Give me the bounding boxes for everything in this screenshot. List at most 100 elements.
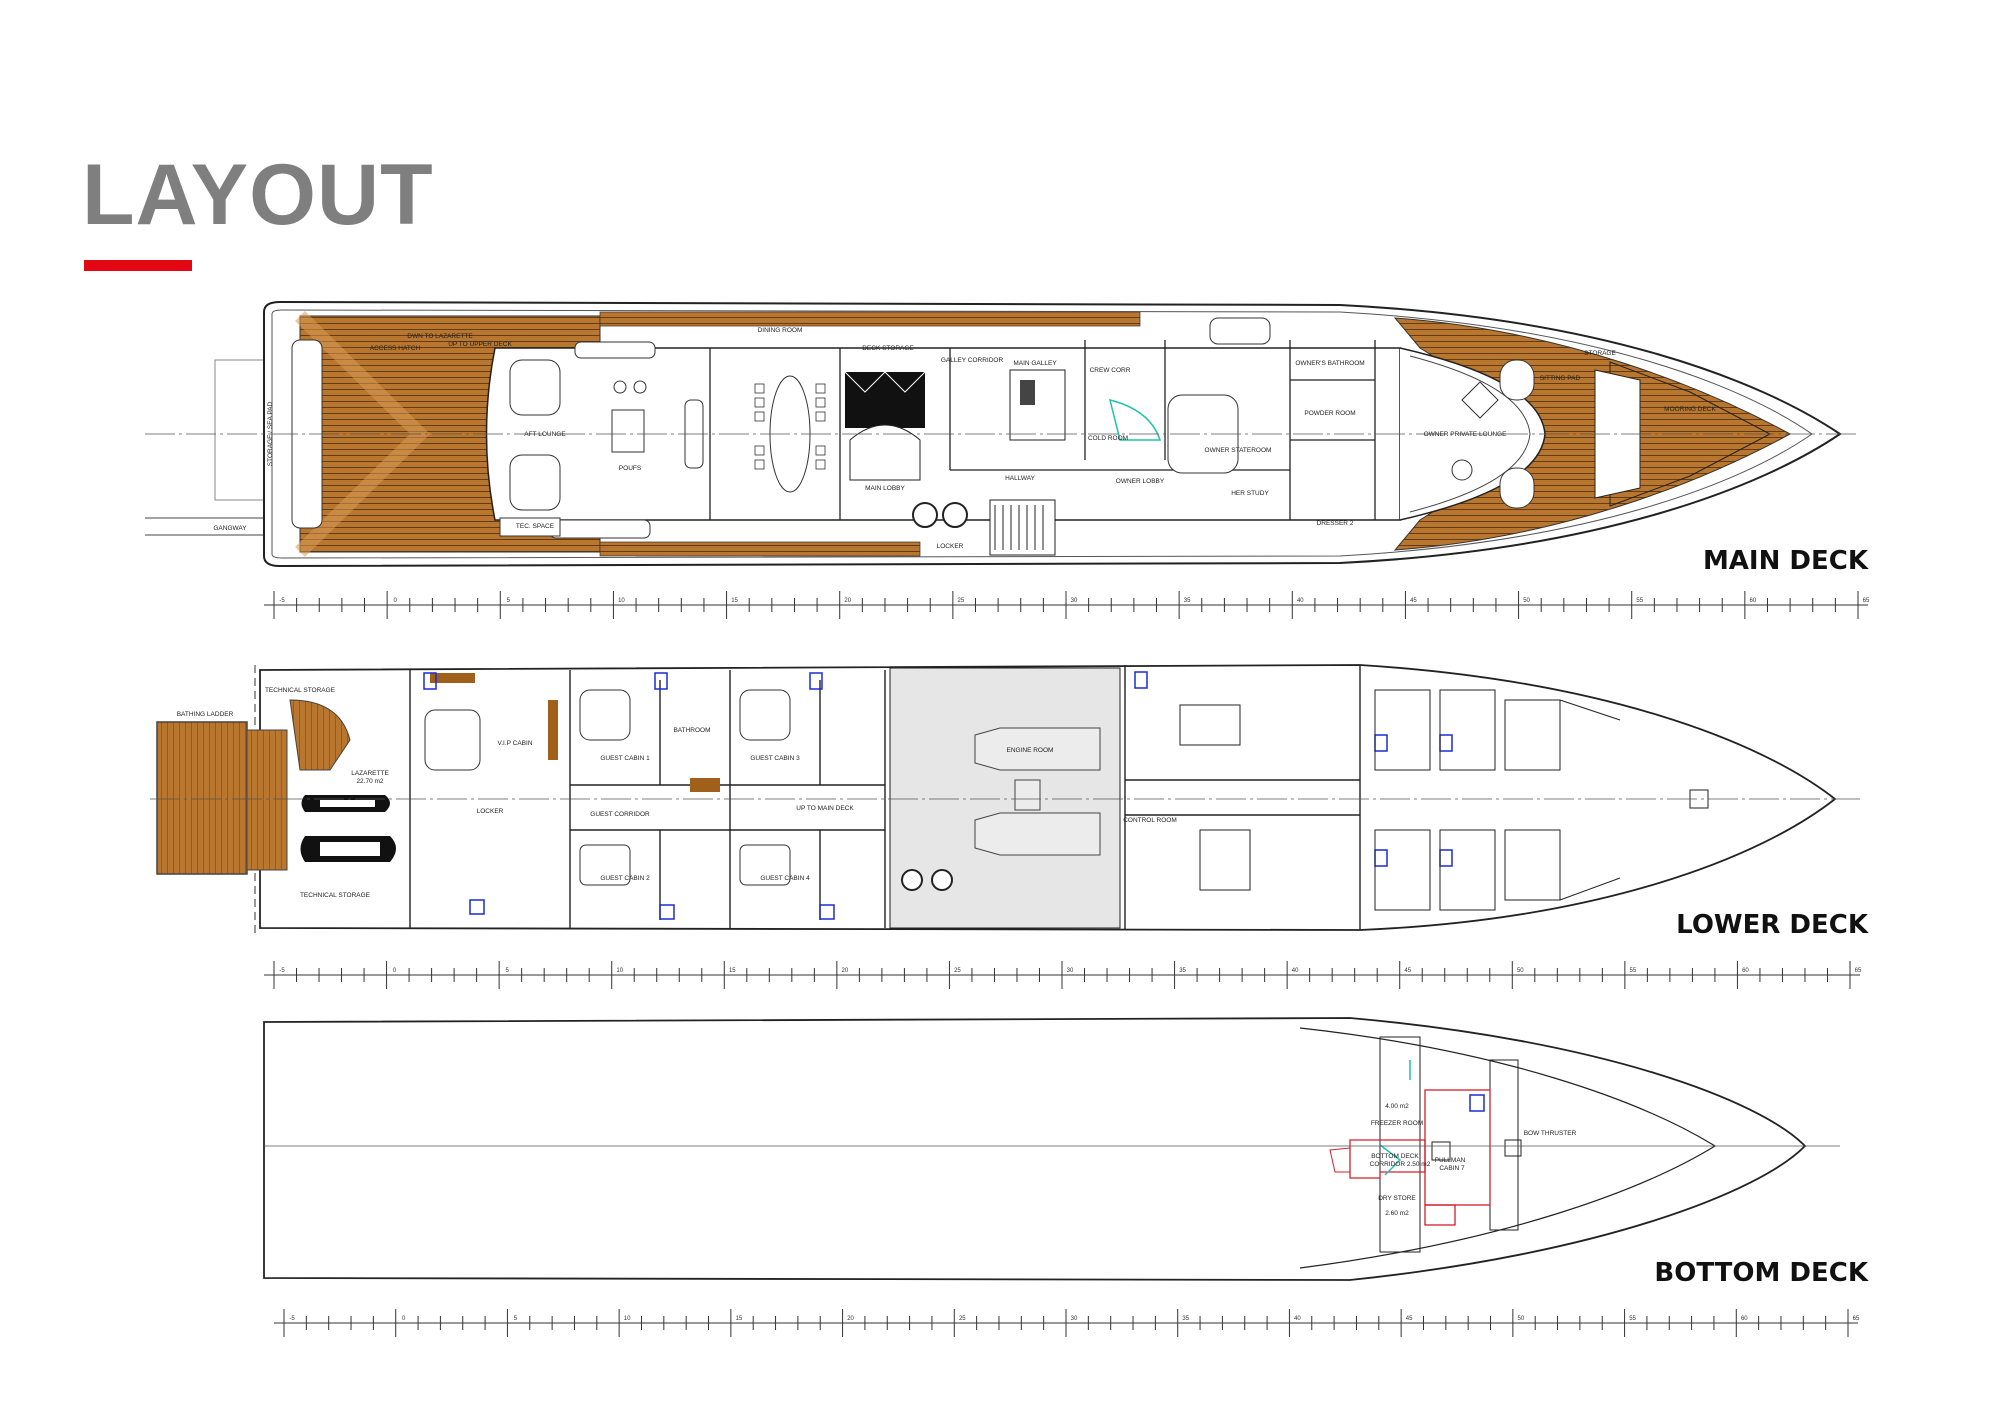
swim-platform-teak	[156, 721, 248, 875]
frame-rulers: -5 0 5 10 15 20 25 30 35 40 45 50 55 60 65 -5 0 5 10 15 20 25…	[264, 591, 1870, 1337]
room-label: STORAGE	[1584, 350, 1616, 357]
room-label: MOORING DECK	[1664, 406, 1716, 413]
ruler-tick-label: 35	[1184, 598, 1191, 604]
room-label: CORRIDOR 2.50 m2	[1370, 1161, 1431, 1168]
bottom-deck-label: BOTTOM DECK	[1654, 1258, 1868, 1288]
ruler-tick-label: 10	[618, 598, 625, 604]
room-label: CREW CORR	[1090, 367, 1131, 374]
ruler-tick-label: 55	[1630, 968, 1637, 974]
room-label: OWNER'S BATHROOM	[1295, 360, 1364, 367]
room-label: AFT LOUNGE	[524, 431, 566, 438]
room-label: MAIN LOBBY	[865, 485, 905, 492]
room-label: LAZARETTE	[351, 770, 389, 777]
ruler-tick-label: 20	[847, 1316, 854, 1322]
ruler-tick-label: 60	[1741, 1316, 1748, 1322]
title-accent-bar	[84, 260, 192, 271]
room-label: GUEST CORRIDOR	[590, 811, 650, 818]
room-label: UP TO UPPER DECK	[448, 341, 512, 348]
room-label: OWNER LOBBY	[1116, 478, 1165, 485]
room-label: TECHNICAL STORAGE	[265, 687, 336, 694]
ruler-tick-label: 45	[1406, 1316, 1413, 1322]
room-label: ACCESS HATCH	[370, 345, 421, 352]
room-label: DINING ROOM	[758, 327, 803, 334]
room-label: GUEST CABIN 2	[600, 875, 650, 882]
ruler-tick-label: 30	[1067, 968, 1074, 974]
ruler-tick-label: 45	[1410, 598, 1417, 604]
ruler-tick-label: 30	[1071, 598, 1078, 604]
room-label: DRESSER 2	[1317, 520, 1354, 527]
room-label: STORAGE / SEA PAD	[267, 401, 274, 466]
main-deck-label: MAIN DECK	[1702, 546, 1868, 576]
room-label: V.I.P CABIN	[497, 740, 532, 747]
ruler-tick-label: 45	[1404, 968, 1411, 974]
room-label: ENGINE ROOM	[1007, 747, 1054, 754]
room-label: GANGWAY	[213, 525, 247, 532]
ruler-tick-label: 15	[729, 968, 736, 974]
room-label: TECHNICAL STORAGE	[300, 892, 371, 899]
room-label: DECK STORAGE	[862, 345, 914, 352]
ruler-tick-label: 65	[1855, 968, 1862, 974]
ruler-tick-label: 40	[1297, 598, 1304, 604]
ruler-tick-label: 15	[731, 598, 738, 604]
ruler-tick-label: 65	[1863, 598, 1870, 604]
ruler-tick-label: 65	[1853, 1316, 1860, 1322]
ruler-tick-label: 5	[507, 598, 511, 604]
ruler-tick-label: -5	[279, 968, 285, 974]
bottom-deck-hull	[263, 1017, 1807, 1281]
ruler-tick-label: -5	[289, 1316, 295, 1322]
room-label: LOCKER	[477, 808, 504, 815]
ruler-tick-label: 5	[505, 968, 509, 974]
ruler-tick-label: 55	[1629, 1316, 1636, 1322]
room-label: GUEST CABIN 4	[760, 875, 810, 882]
ruler-tick-label: 50	[1518, 1316, 1525, 1322]
ruler-tick-label: 15	[736, 1316, 743, 1322]
room-label: BATHROOM	[673, 727, 710, 734]
ruler-tick-label: 35	[1182, 1316, 1189, 1322]
room-label: DRY STORE	[1378, 1195, 1416, 1202]
ruler-tick-label: 0	[402, 1316, 406, 1322]
room-label: UP TO MAIN DECK	[796, 805, 854, 812]
room-label: TEC. SPACE	[516, 523, 555, 530]
room-label: GUEST CABIN 1	[600, 755, 650, 762]
main-deck-plan: AFT LOUNGE DINING ROOM MAIN GALLEY HALLW…	[145, 300, 1860, 568]
engine-room-area	[889, 667, 1121, 929]
page-title: LAYOUT	[82, 147, 434, 243]
ruler-tick-label: -5	[279, 598, 285, 604]
ruler-tick-label: 25	[959, 1316, 966, 1322]
room-label: LOCKER	[937, 543, 964, 550]
room-label: BOW THRUSTER	[1524, 1130, 1577, 1137]
room-label: BATHING LADDER	[177, 711, 234, 718]
ruler-tick-label: 0	[393, 598, 397, 604]
room-label: 4.00 m2	[1385, 1103, 1409, 1110]
room-label: COLD ROOM	[1088, 435, 1128, 442]
ruler-tick-label: 60	[1750, 598, 1757, 604]
room-label: POUFS	[619, 465, 642, 472]
room-label: 2.60 m2	[1385, 1210, 1409, 1217]
room-label: 22.70 m2	[356, 778, 383, 785]
ruler-tick-label: 20	[842, 968, 849, 974]
ruler-tick-label: 60	[1742, 968, 1749, 974]
ruler-tick-label: 50	[1523, 598, 1530, 604]
room-label: OWNER PRIVATE LOUNGE	[1424, 431, 1507, 438]
ruler-tick-label: 25	[954, 968, 961, 974]
room-label: FREEZER ROOM	[1371, 1120, 1423, 1127]
room-label: HER STUDY	[1231, 490, 1269, 497]
room-label: GALLEY CORRIDOR	[941, 357, 1004, 364]
ruler-tick-label: 25	[958, 598, 965, 604]
lower-deck-label: LOWER DECK	[1676, 910, 1868, 940]
room-label: MAIN GALLEY	[1013, 360, 1057, 367]
ruler-tick-label: 40	[1292, 968, 1299, 974]
bottom-deck-plan: 4.00 m2 FREEZER ROOM BOTTOM DECK CORRIDO…	[263, 1017, 1840, 1281]
room-label: PULLMAN	[1435, 1157, 1466, 1164]
room-label: CABIN 7	[1439, 1165, 1465, 1172]
ruler-tick-label: 55	[1636, 598, 1643, 604]
ruler-tick-label: 20	[844, 598, 851, 604]
lower-deck-plan: TECHNICAL STORAGE LAZARETTE 22.70 m2 V.I…	[150, 664, 1860, 935]
room-label: BOTTOM DECK	[1371, 1153, 1419, 1160]
ruler-tick-label: 30	[1071, 1316, 1078, 1322]
room-label: GUEST CABIN 3	[750, 755, 800, 762]
ruler-tick-label: 10	[616, 968, 623, 974]
ruler-tick-label: 0	[393, 968, 397, 974]
room-label: CONTROL ROOM	[1123, 817, 1177, 824]
